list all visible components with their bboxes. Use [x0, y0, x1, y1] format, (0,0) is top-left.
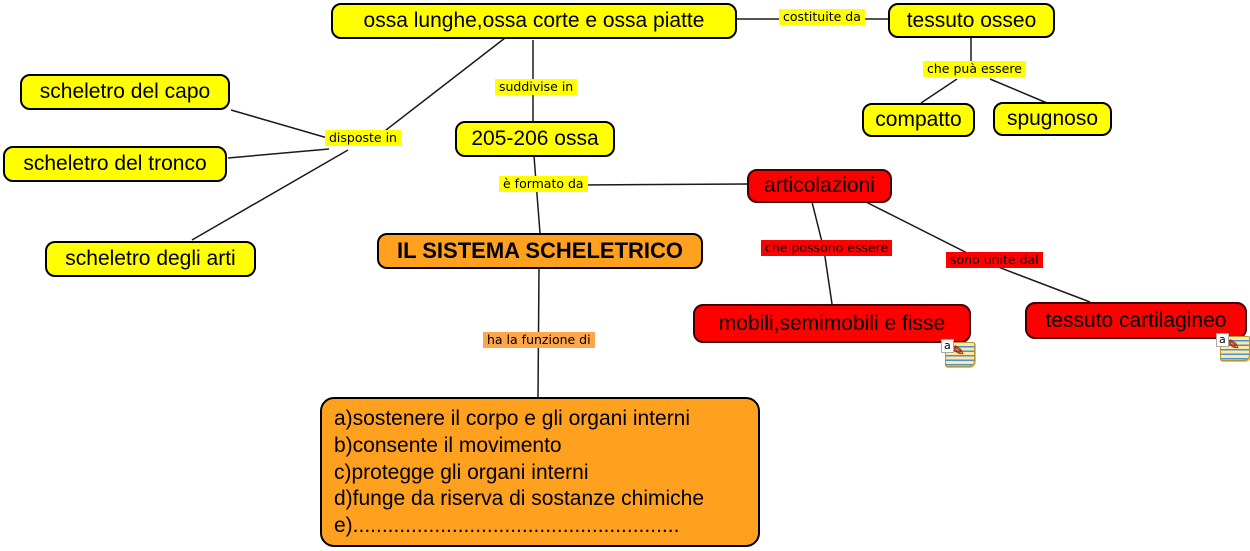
concept-scheletro-del-tronco[interactable]: scheletro del tronco — [3, 146, 227, 182]
concept-label: tessuto osseo — [906, 8, 1037, 32]
concept-label: scheletro del tronco — [23, 152, 207, 176]
text-annotation-icon[interactable]: ✎ a — [1216, 333, 1250, 361]
function-item: b)consente il movimento — [334, 433, 562, 457]
link-label-che-pua-essere[interactable]: che puà essere — [923, 61, 1026, 78]
function-item: e)......................................… — [334, 514, 680, 538]
concept-articolazioni[interactable]: articolazioni — [747, 169, 892, 203]
annotation-letter: a — [1216, 333, 1229, 347]
concept-il-sistema-scheletrico[interactable]: IL SISTEMA SCHELETRICO — [377, 233, 703, 269]
link-label-ha-la-funzione-di[interactable]: ha la funzione di — [483, 332, 595, 349]
note-icon: ✎ — [945, 341, 975, 367]
link-label-costituite-da[interactable]: costituite da — [779, 9, 865, 26]
annotation-letter: a — [941, 339, 954, 353]
function-item: d)funge da riserva di sostanze chimiche — [334, 487, 705, 511]
function-item: c)protegge gli organi interni — [334, 460, 589, 484]
concept-funzioni-elenco[interactable]: a)sostenere il corpo e gli organi intern… — [320, 397, 760, 547]
link-label-suddivise-in[interactable]: suddivise in — [495, 79, 578, 96]
concept-scheletro-degli-arti[interactable]: scheletro degli arti — [45, 241, 256, 277]
concept-scheletro-del-capo[interactable]: scheletro del capo — [20, 74, 230, 110]
concept-mobili-semimobili-fisse[interactable]: mobili,semimobili e fisse — [693, 304, 971, 343]
concept-tessuto-osseo[interactable]: tessuto osseo — [888, 3, 1055, 38]
concept-label: 205-206 ossa — [471, 127, 599, 151]
link-label-disposte-in[interactable]: disposte in — [325, 130, 401, 147]
function-item: a)sostenere il corpo e gli organi intern… — [334, 407, 691, 430]
concept-205-206-ossa[interactable]: 205-206 ossa — [455, 121, 615, 157]
concept-label: articolazioni — [764, 174, 875, 198]
text-annotation-icon[interactable]: ✎ a — [941, 339, 975, 367]
concept-label: tessuto cartilagineo — [1045, 308, 1227, 332]
concept-label: ossa lunghe,ossa corte e ossa piatte — [363, 9, 705, 33]
link-label-e-formato-da[interactable]: è formato da — [499, 176, 588, 193]
concept-label: scheletro degli arti — [65, 247, 236, 271]
concept-label: mobili,semimobili e fisse — [718, 311, 946, 335]
concept-spugnoso[interactable]: spugnoso — [993, 102, 1112, 136]
concept-label: spugnoso — [1006, 107, 1099, 131]
concept-label: IL SISTEMA SCHELETRICO — [396, 237, 684, 263]
link-label-sono-unite-dal[interactable]: sono unite dal — [946, 252, 1043, 269]
concept-tessuto-cartilagineo[interactable]: tessuto cartilagineo — [1025, 302, 1247, 339]
concept-label: scheletro del capo — [39, 80, 211, 104]
link-label-che-possono-essere[interactable]: che possono essere — [761, 240, 893, 257]
concept-label: compatto — [875, 108, 962, 132]
concept-ossa-lunghe-corte-piatte[interactable]: ossa lunghe,ossa corte e ossa piatte — [331, 3, 737, 39]
concept-compatto[interactable]: compatto — [862, 103, 975, 137]
